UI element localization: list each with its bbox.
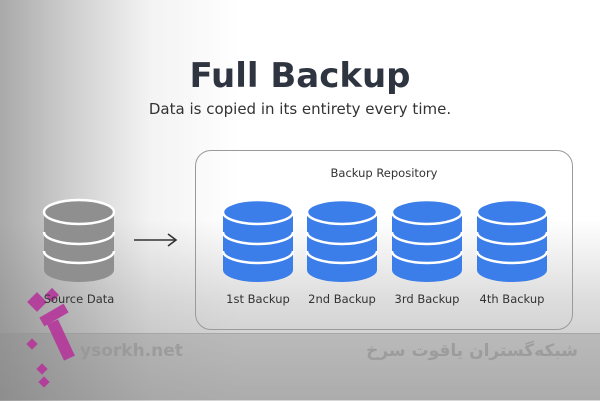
watermark-text: شبکه‌گستران یاقوت سرخ <box>366 341 578 361</box>
arrow-icon <box>134 233 178 247</box>
backup-database-icon <box>305 198 379 282</box>
watermark-url: ysorkh.net <box>80 341 183 361</box>
backup-label: 1st Backup <box>226 292 290 306</box>
backup-database-icon <box>390 198 464 282</box>
backup-database-icon <box>475 198 549 282</box>
backup-label: 2nd Backup <box>308 292 376 306</box>
page-title: Full Backup <box>189 56 411 96</box>
source-database-icon <box>42 198 116 282</box>
backup-label: 4th Backup <box>479 292 545 306</box>
backup-database-icon <box>221 198 295 282</box>
source-data-label: Source Data <box>43 292 115 306</box>
backup-label: 3rd Backup <box>394 292 460 306</box>
backup-repository-box: Backup Repository <box>195 150 573 330</box>
subtitle: Data is copied in its entirety every tim… <box>148 100 452 118</box>
watermark-band <box>0 333 600 401</box>
repository-label: Backup Repository <box>330 166 438 180</box>
